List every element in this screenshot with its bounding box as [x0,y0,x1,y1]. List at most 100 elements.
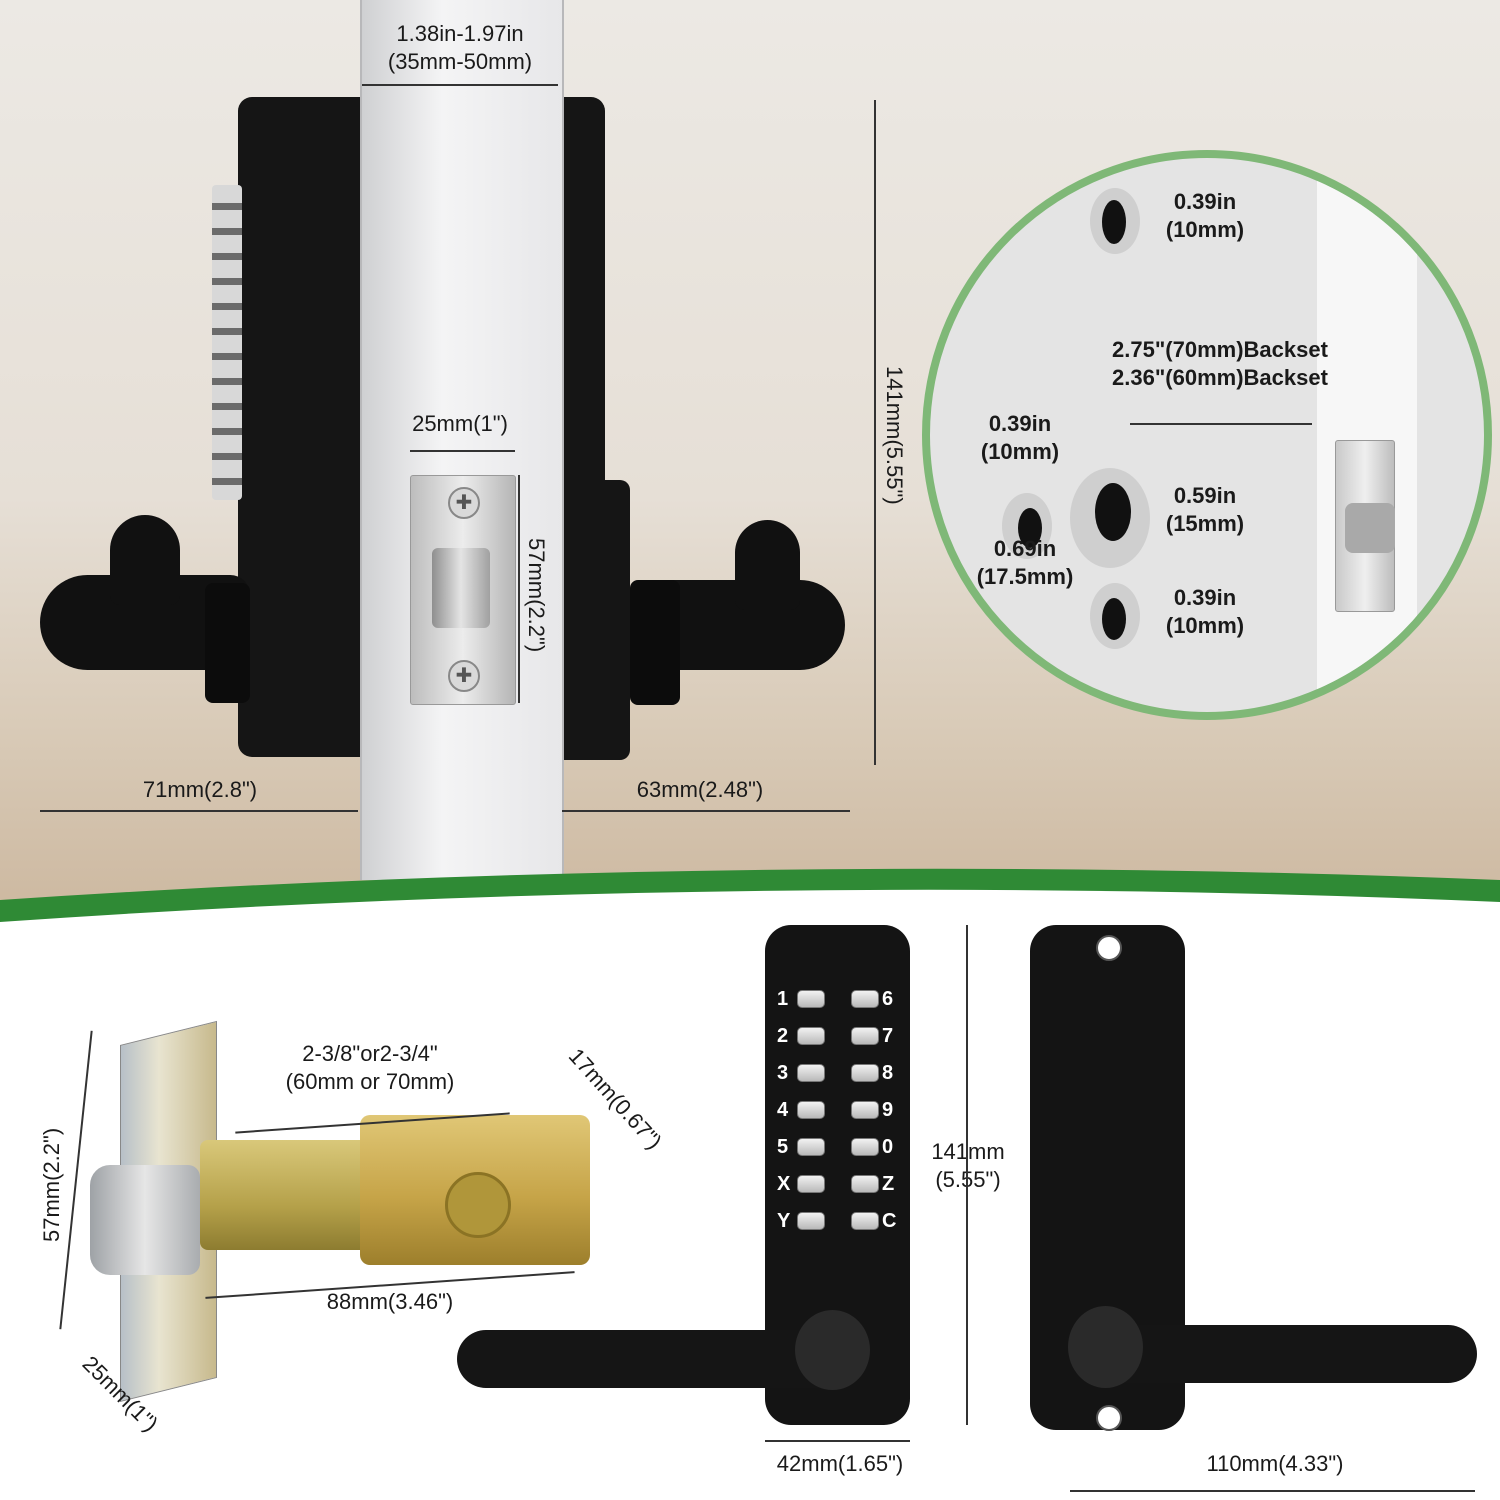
circle-latch-bolt [1345,503,1395,553]
key-button[interactable] [851,1101,879,1119]
bottom-hole-mm: (10mm) [1165,613,1245,638]
latch-backset-label: 2-3/8"or2-3/4" (60mm or 70mm) [240,1040,500,1096]
right-projection-label: 63mm(2.48") [636,777,764,802]
keypad-buttons-side [212,185,242,500]
spacing-in: 0.69in [993,536,1057,561]
center-hole [1095,483,1131,541]
lock-height-label: 141mm(5.55") [882,365,907,505]
spacing-label: 0.69in (17.5mm) [960,535,1090,591]
bottom-hole-in: 0.39in [1173,585,1237,610]
key-button[interactable] [797,1027,825,1045]
latch-bolt-head [90,1165,200,1275]
back-lever-rose [1068,1306,1143,1388]
lock-height-arrow [874,100,876,765]
latch-height-arrow [518,475,520,703]
lock-back-base [555,480,630,760]
top-hole-mm: (10mm) [1165,217,1245,242]
left-hole-in: 0.39in [988,411,1052,436]
door-thickness-in: 1.38in-1.97in [396,21,524,46]
mounting-hole [1096,935,1122,961]
bottom-hole-label: 0.39in (10mm) [1150,584,1260,640]
key-button[interactable] [797,1101,825,1119]
left-projection-arrow [40,810,358,812]
front-height-in: (5.55") [935,1167,1001,1192]
key-label: 6 [882,988,894,1010]
keypad-lever-rose [795,1310,870,1390]
key-button[interactable] [797,990,825,1008]
key-label: C [882,1210,897,1232]
key-button[interactable] [797,1064,825,1082]
key-button[interactable] [851,1027,879,1045]
lock-keypad-side [238,97,368,757]
key-label: 7 [882,1025,894,1047]
screw-icon: ✚ [448,660,480,692]
latch-width-arrow [410,450,515,452]
left-lever-rose [205,583,250,703]
left-hole [1018,508,1042,548]
spacing-mm: (17.5mm) [976,564,1074,589]
keypad-lever [457,1330,857,1388]
keypad-keys: 1 6 2 7 3 8 4 9 5 0 X Z Y C [765,980,910,1250]
center-hole-label: 0.59in (15mm) [1150,482,1260,538]
left-hole-label: 0.39in (10mm) [960,410,1080,466]
latch-length-label: 88mm(3.46") [326,1289,454,1314]
spindle-hole [445,1172,511,1238]
backset-70: 2.75"(70mm)Backset [1112,337,1328,362]
key-label: 8 [882,1062,894,1084]
latch-backset-line1: 2-3/8"or2-3/4" [302,1041,438,1066]
left-projection-label: 71mm(2.8") [142,777,258,802]
backset-arrow [1130,423,1312,425]
front-height-label: 141mm (5.55") [918,1138,1018,1194]
key-button[interactable] [851,1175,879,1193]
left-lever-grip [110,515,180,605]
door-edge-wall [1317,158,1417,712]
plate-width-label: 42mm(1.65") [776,1451,904,1476]
key-label: 9 [882,1099,894,1121]
right-lever-rose [630,580,680,705]
key-button[interactable] [797,1175,825,1193]
key-label: X [777,1173,791,1195]
key-button[interactable] [851,1212,879,1230]
top-hole-label: 0.39in (10mm) [1150,188,1260,244]
door-thickness-label: 1.38in-1.97in (35mm-50mm) [350,20,570,76]
screw-icon: ✚ [448,487,480,519]
latch-plate-height-label: 57mm(2.2") [39,1127,64,1243]
lever-length-label: 110mm(4.33") [1206,1451,1344,1476]
front-height-arrow [966,925,968,1425]
drill-template-circle [922,150,1492,720]
key-label: Y [777,1210,791,1232]
right-projection-arrow [562,810,850,812]
top-hole-in: 0.39in [1173,189,1237,214]
key-label: 0 [882,1136,894,1158]
key-label: 1 [777,988,789,1010]
backset-label: 2.75"(70mm)Backset 2.36"(60mm)Backset [1080,336,1360,392]
latch-width-label: 25mm(1") [412,411,508,436]
key-label: 4 [777,1099,789,1121]
key-button[interactable] [851,1138,879,1156]
key-label: Z [882,1173,895,1195]
backset-60: 2.36"(60mm)Backset [1112,365,1328,390]
front-height-mm: 141mm [918,1138,1018,1166]
left-hole-mm: (10mm) [980,439,1060,464]
key-button[interactable] [851,1064,879,1082]
bottom-hole [1102,598,1126,640]
door-thickness-arrow [362,84,558,86]
door-thickness-mm: (35mm-50mm) [387,49,533,74]
lever-length-arrow [1070,1490,1475,1492]
latch-bolt [432,548,490,628]
green-wave-divider [0,868,1500,940]
key-button[interactable] [797,1138,825,1156]
latch-height-label: 57mm(2.2") [524,537,549,653]
latch-tube [200,1140,380,1250]
mounting-hole [1096,1405,1122,1431]
center-hole-mm: (15mm) [1165,511,1245,536]
top-hole [1102,200,1126,244]
door-edge [360,0,564,880]
key-label: 5 [777,1136,789,1158]
center-hole-in: 0.59in [1173,483,1237,508]
key-label: 2 [777,1025,789,1047]
plate-width-arrow [765,1440,910,1442]
key-button[interactable] [797,1212,825,1230]
latch-backset-line2: (60mm or 70mm) [285,1069,455,1094]
key-button[interactable] [851,990,879,1008]
